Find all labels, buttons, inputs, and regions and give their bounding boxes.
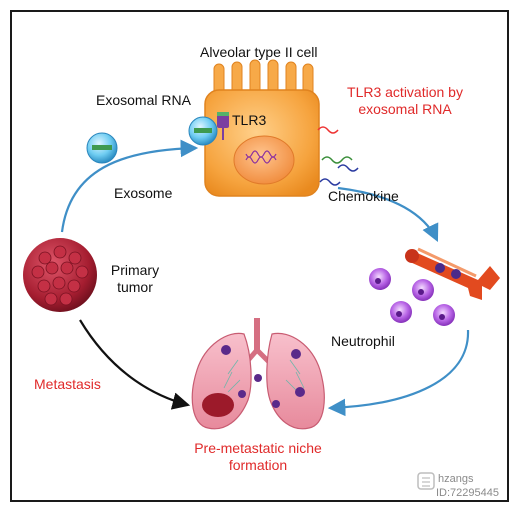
primary-tumor-line2: tumor	[117, 279, 153, 295]
tumor-icon	[23, 238, 97, 312]
watermark-logo-icon	[417, 472, 435, 490]
watermark-name: hzangs	[438, 473, 474, 485]
neutrophil-label: Neutrophil	[331, 333, 395, 349]
exosomal-rna-label: Exosomal RNA	[96, 92, 191, 108]
tlr3-label: TLR3	[232, 112, 267, 128]
tlr3-activation-line1: TLR3 activation by	[347, 84, 463, 100]
bone-icon	[405, 247, 500, 300]
niche-line1: Pre-metastatic niche	[194, 440, 322, 456]
cell-title: Alveolar type II cell	[200, 44, 318, 60]
watermark-id: ID:72295445	[436, 487, 499, 499]
tlr3-activation-label: TLR3 activation by exosomal RNA	[330, 84, 480, 118]
tlr3-activation-line2: exosomal RNA	[358, 101, 452, 117]
lung-icon	[191, 318, 325, 430]
arrow-cell-to-bone	[337, 186, 439, 242]
primary-tumor-line1: Primary	[110, 262, 160, 278]
metastasis-label: Metastasis	[34, 376, 101, 392]
arrow-tumor-to-cell	[60, 139, 199, 233]
exosome-label: Exosome	[114, 185, 173, 201]
chemokine-label: Chemokine	[328, 188, 399, 204]
arrow-neutrophil-to-lung	[327, 329, 470, 417]
niche-line2: formation	[228, 457, 288, 473]
niche-label: Pre-metastatic niche formation	[178, 440, 338, 474]
exosome-icon	[188, 116, 218, 146]
exosome-icon	[86, 132, 118, 164]
diagram-frame	[10, 10, 509, 502]
neutrophil-icon	[369, 268, 455, 326]
primary-tumor-label: Primary tumor	[104, 262, 166, 296]
alveolar-cell-icon	[204, 59, 359, 197]
arrow-metastasis	[79, 319, 191, 410]
